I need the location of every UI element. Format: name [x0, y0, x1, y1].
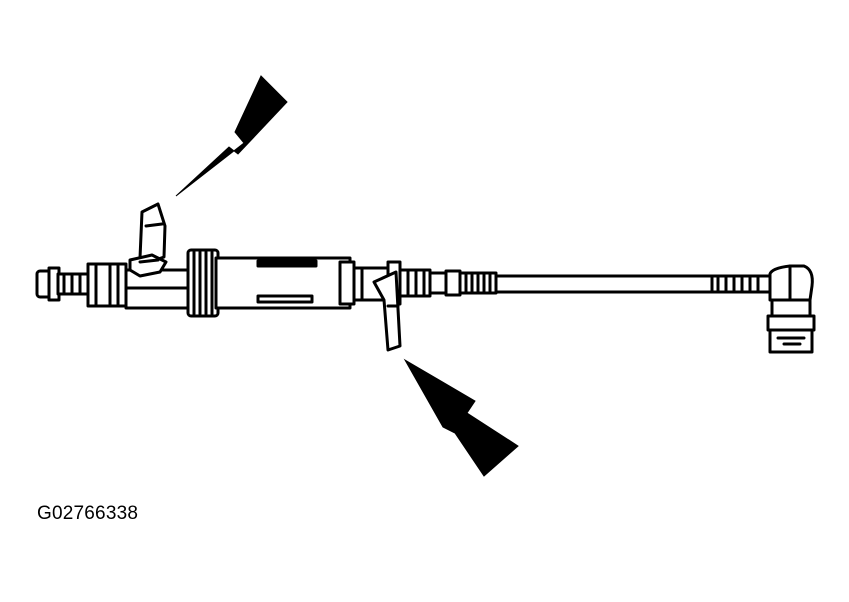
- ribbed-connector: [428, 269, 498, 297]
- figure-id-label: G02766338: [37, 503, 139, 524]
- left-valve-lever: [128, 202, 168, 278]
- left-valve-body: [124, 268, 192, 310]
- right-ribbed-end: [710, 274, 772, 294]
- right-valve-lever: [372, 270, 402, 352]
- left-end-fitting: [35, 266, 90, 302]
- lower-arrow: [403, 358, 519, 477]
- hex-nut: [86, 262, 128, 308]
- upper-arrow: [175, 75, 288, 197]
- elbow-connector: [766, 264, 816, 354]
- collar-ring: [186, 248, 220, 318]
- center-cylinder: [214, 256, 356, 310]
- hose-tube: [494, 274, 716, 294]
